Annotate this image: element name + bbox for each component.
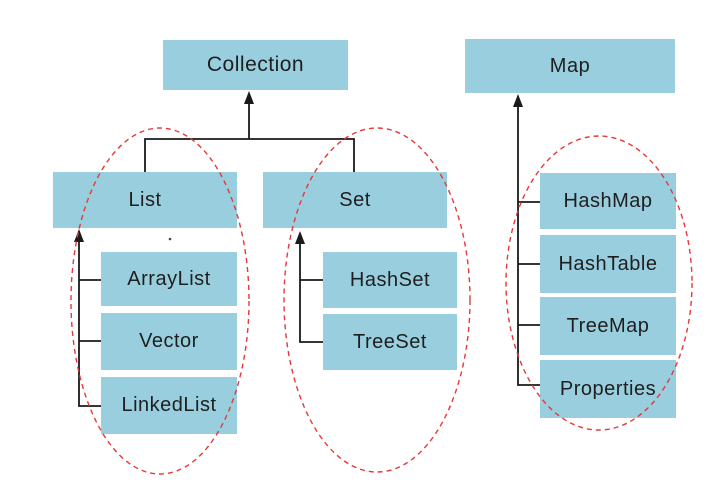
node-vector: Vector [101, 313, 237, 370]
node-treemap: TreeMap [540, 297, 676, 355]
bracket-line [144, 138, 355, 172]
map-arrowhead-icon [513, 94, 523, 107]
list-arrowhead-icon [74, 229, 84, 242]
map-spine-line [517, 106, 540, 386]
node-linkedlist: LinkedList [101, 377, 237, 434]
node-list: List [53, 172, 237, 228]
collection-children-bracket [144, 91, 355, 172]
node-hashmap: HashMap [540, 173, 676, 229]
map-children-spine [513, 94, 540, 386]
set-spine-line [299, 243, 323, 343]
list-children-spine [74, 229, 101, 407]
set-arrowhead-icon [295, 231, 305, 244]
node-hashtable: HashTable [540, 235, 676, 293]
node-arraylist: ArrayList [101, 252, 237, 306]
node-properties: Properties [540, 360, 676, 418]
node-set: Set [263, 172, 447, 228]
list-spine-line [78, 240, 101, 407]
set-children-spine [295, 231, 323, 343]
node-collection: Collection [163, 40, 348, 90]
collection-arrowhead-icon [244, 91, 254, 104]
node-map: Map [465, 39, 675, 93]
node-hashset: HashSet [323, 252, 457, 308]
stray-dot [168, 237, 172, 241]
node-treeset: TreeSet [323, 314, 457, 370]
